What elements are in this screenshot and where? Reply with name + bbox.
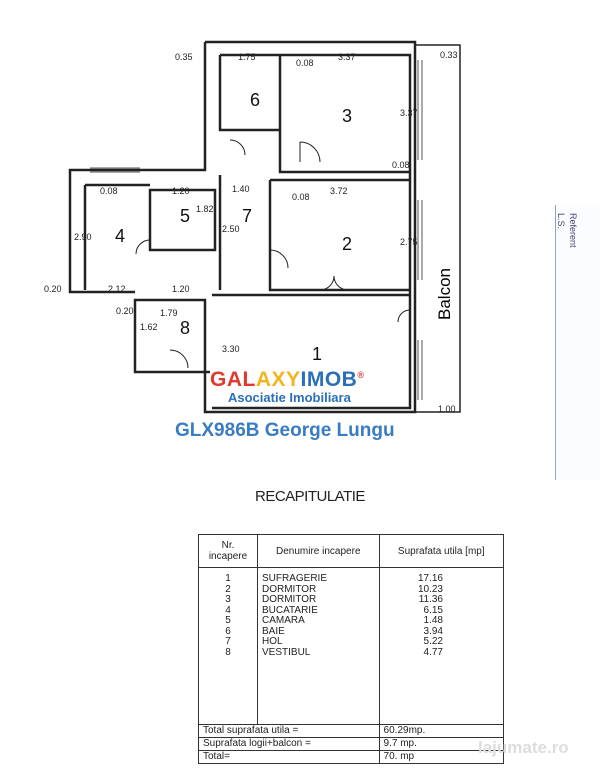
dim: 0.33 [440, 50, 458, 60]
dim: 1.20 [172, 186, 190, 196]
dim: 2.12 [108, 284, 126, 294]
row-nr: 7 [225, 636, 231, 647]
row-nr: 4 [225, 604, 231, 616]
dim: 2.75 [400, 237, 418, 247]
agent-label: GLX986B George Lungu [175, 420, 395, 441]
dim: 0.35 [175, 52, 193, 62]
row-name: DORMITOR [262, 594, 317, 605]
windows [90, 60, 423, 400]
row-name: SUFRAGERIE [262, 573, 328, 584]
ls-label: L.S. [556, 213, 566, 230]
dim: 1.62 [140, 322, 158, 332]
header-name: Denumire incapere [257, 534, 380, 568]
row-nr: 5 [225, 615, 231, 626]
row-area: 17.16 [417, 573, 443, 584]
walls [68, 40, 461, 414]
dim: 0.08 [100, 186, 118, 196]
row-nr: 2 [225, 583, 231, 595]
row-name: BUCATARIE [262, 604, 318, 616]
dim: 0.20 [44, 284, 62, 294]
row-area: 11.36 [418, 594, 443, 605]
row-area: 10.23 [417, 583, 443, 595]
row-nr: 3 [225, 594, 231, 605]
room-label-7: 7 [242, 206, 252, 226]
dim: 3.72 [330, 186, 348, 196]
row-nr: 1 [225, 573, 231, 584]
dim: 0.08 [392, 160, 410, 170]
dim: 3.37 [338, 52, 356, 62]
dim: 1.82 [196, 204, 214, 214]
grand-total-value: 70. mp [378, 750, 505, 764]
row-area: 1.48 [423, 615, 443, 626]
row-name: BAIE [262, 625, 285, 637]
dim: 0.08 [296, 58, 314, 68]
site-watermark: lajumate.ro [478, 738, 569, 757]
brand-logo: GALAXYIMOB® [210, 368, 365, 391]
dim: 0.20 [116, 306, 134, 316]
row-nr: 6 [225, 625, 231, 637]
dimension-labels: 0.35 1.75 0.08 3.37 0.33 0.08 3.72 2.75 … [44, 50, 458, 414]
dim: 3.30 [222, 344, 240, 354]
row-name: HOL [262, 636, 283, 647]
room-label-2: 2 [342, 234, 352, 254]
dim: 0.08 [292, 192, 310, 202]
dim: 1.20 [172, 284, 190, 294]
recap-table: Nr. incapere Denumire incapere Suprafata… [198, 534, 505, 764]
dim: 1.40 [232, 184, 250, 194]
balcony-total-label: Suprafata logii+balcon = [198, 737, 380, 751]
referent-label: Referent [568, 213, 578, 248]
row-area: 3.94 [423, 625, 443, 637]
row-nr: 8 [225, 646, 231, 658]
row-name: VESTIBUL [262, 646, 311, 658]
dim: 1.00 [438, 404, 456, 414]
balcony-label: Balcon [435, 268, 454, 320]
floor-plan: 6 3 2 7 4 5 8 1 Balcon 0.35 1.75 0.08 3.… [44, 40, 461, 414]
row-area: 4.77 [423, 646, 443, 658]
grand-total-label: Total= [198, 750, 380, 764]
row-name: CAMARA [262, 615, 305, 626]
dim: 3.37 [400, 108, 418, 118]
header-area: Suprafata utila [mp] [378, 534, 505, 568]
recap-title: RECAPITULATIE [255, 488, 365, 505]
total-value: 60.29mp. [378, 724, 505, 738]
dim: 1.75 [238, 52, 256, 62]
doors [135, 139, 411, 369]
room-label-4: 4 [115, 226, 125, 246]
row-area: 6.15 [423, 604, 443, 616]
room-label-6: 6 [250, 90, 260, 110]
brand-tagline: Asociatie Imobiliara [228, 390, 351, 405]
row-area: 5.22 [423, 636, 443, 647]
room-label-1: 1 [312, 344, 322, 364]
dim: 2.50 [222, 224, 240, 234]
room-label-5: 5 [180, 206, 190, 226]
total-label: Total suprafata utila = [198, 724, 380, 738]
room-label-3: 3 [342, 106, 352, 126]
header-nr: Nr. incapere [198, 534, 258, 568]
row-name: DORMITOR [262, 583, 317, 595]
room-label-8: 8 [180, 318, 190, 338]
dim: 2.90 [74, 232, 92, 242]
dim: 1.79 [160, 308, 178, 318]
side-form-fragment: Referent L.S. [555, 205, 600, 480]
